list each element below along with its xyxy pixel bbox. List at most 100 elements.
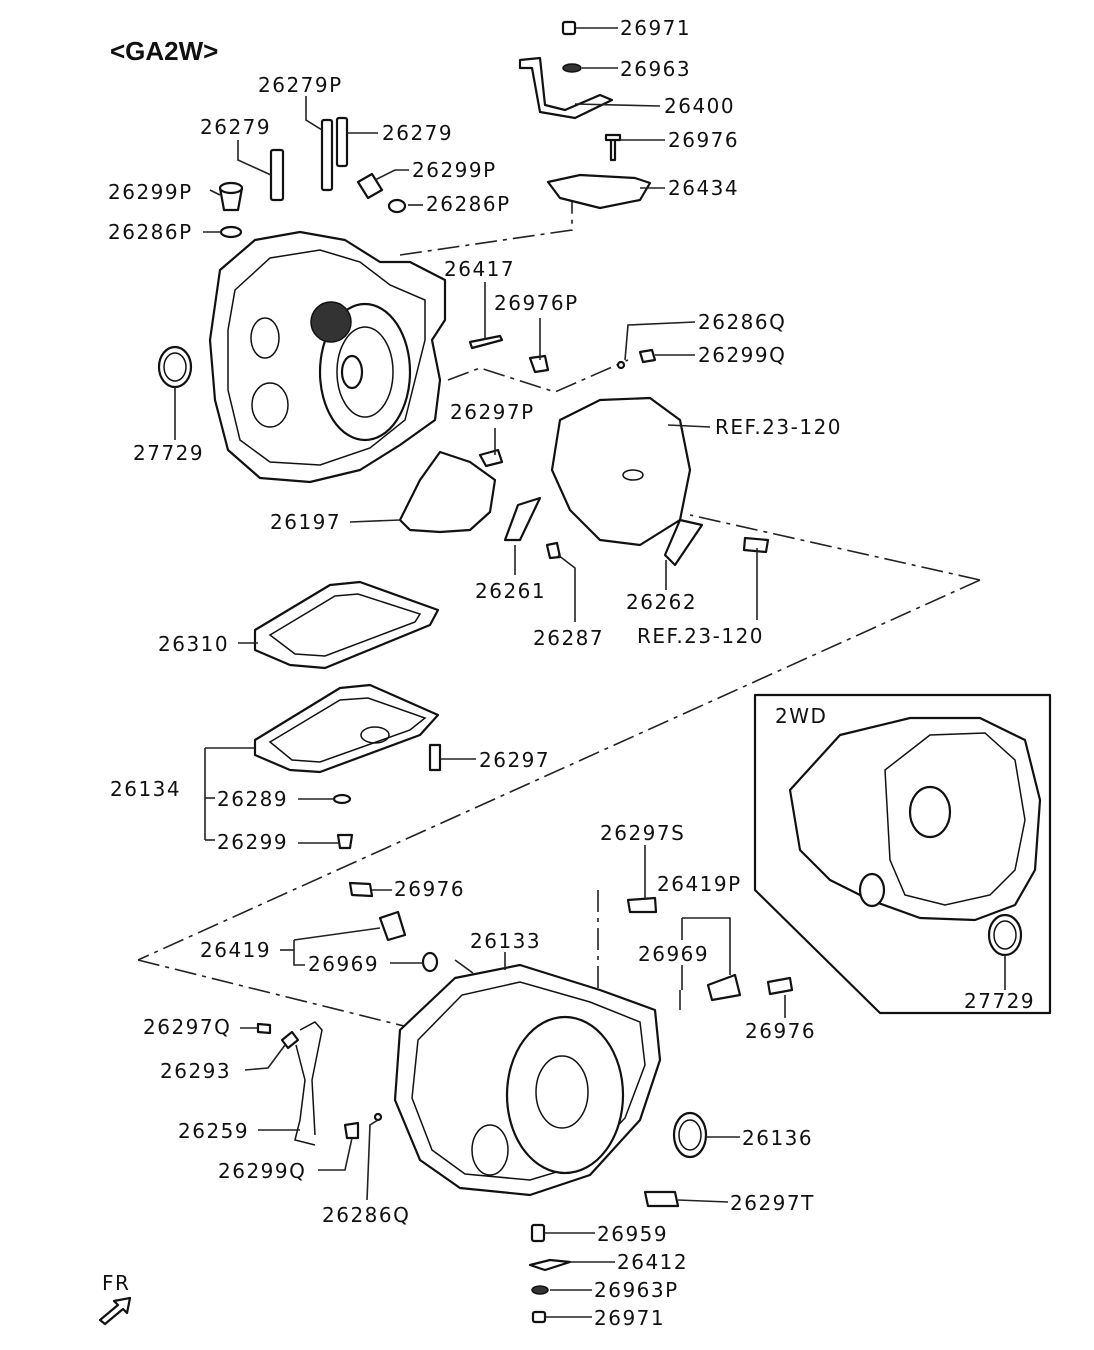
bolt-icon (626, 896, 658, 914)
small-parts-mid (468, 334, 657, 468)
label-27729-inset: 27729 (964, 989, 1035, 1013)
shift-bracket-hardware (518, 20, 652, 210)
label-26279-left: 26279 (200, 115, 271, 139)
sensor-icon (706, 973, 742, 1002)
bolt-icon (256, 1022, 272, 1035)
model-title: <GA2W> (110, 36, 218, 66)
label-26963: 26963 (620, 57, 691, 81)
label-26976-mid: 26976 (394, 877, 465, 901)
label-ref-23-120-bottom: REF.23-120 (637, 624, 764, 648)
bolt-icon (766, 976, 794, 996)
label-26279P: 26279P (258, 73, 343, 97)
washer-icon (332, 793, 352, 805)
label-26434: 26434 (668, 176, 739, 200)
label-26417: 26417 (444, 257, 515, 281)
stud-icon (335, 116, 349, 168)
stud-icon (320, 118, 334, 192)
plug-icon (638, 348, 657, 364)
label-26976P: 26976P (494, 291, 579, 315)
pin-icon (468, 334, 504, 350)
collar-icon (530, 1223, 546, 1243)
label-26289: 26289 (217, 787, 288, 811)
breather-tube-icon (294, 1044, 316, 1146)
baffle-icon (503, 496, 542, 542)
label-26297P: 26297P (450, 400, 535, 424)
o-ring-icon (373, 1112, 383, 1122)
label-26297T: 26297T (730, 1191, 815, 1215)
label-26297: 26297 (479, 748, 550, 772)
bolt-icon (348, 881, 374, 898)
label-26412: 26412 (617, 1250, 688, 1274)
label-26299P-left: 26299P (108, 180, 193, 204)
shift-lever-icon (518, 56, 614, 120)
label-26286Q-top: 26286Q (698, 310, 786, 334)
label-26310: 26310 (158, 632, 229, 656)
label-26299Q-bottom: 26299Q (218, 1159, 306, 1183)
direction-label: FR (102, 1271, 130, 1295)
side-cover (503, 396, 770, 567)
nut-icon (531, 1310, 547, 1324)
bolt-icon (478, 448, 504, 468)
label-26299Q-top: 26299Q (698, 343, 786, 367)
leader-lines (174, 27, 1006, 1318)
assembly-dash-lines (137, 195, 991, 1031)
label-26286Q-bottom: 26286Q (322, 1203, 410, 1227)
converter-housing (208, 230, 447, 484)
label-26259: 26259 (178, 1119, 249, 1143)
inset-2wd-box: 2WD (753, 693, 1052, 1015)
gasket-icon (253, 580, 440, 670)
transmission-case (393, 963, 662, 1197)
label-ref-23-120-top: REF.23-120 (715, 415, 842, 439)
oil-pan (253, 683, 442, 850)
front-direction-indicator: FR (98, 1271, 132, 1326)
label-26419: 26419 (200, 938, 271, 962)
label-26969-left: 26969 (308, 952, 379, 976)
label-26287: 26287 (533, 626, 604, 650)
bolt-icon (528, 354, 550, 374)
label-26963P: 26963P (594, 1278, 679, 1302)
label-26419P: 26419P (657, 872, 742, 896)
label-26133: 26133 (470, 929, 541, 953)
label-26293: 26293 (160, 1059, 231, 1083)
bolt-icon (604, 133, 622, 162)
plug-icon (343, 1121, 360, 1140)
pin-icon (742, 536, 770, 554)
bottom-hardware (528, 1223, 572, 1324)
label-26971: 26971 (620, 16, 691, 40)
studs-and-plugs (218, 116, 407, 239)
washer-icon (531, 1285, 549, 1295)
label-26136: 26136 (742, 1126, 813, 1150)
label-26197: 26197 (270, 510, 341, 534)
label-26297S: 26297S (600, 821, 685, 845)
o-ring-icon (421, 951, 439, 973)
plug-icon (356, 172, 384, 200)
detent-plate-icon (546, 173, 652, 210)
label-26286P-left: 26286P (108, 220, 193, 244)
arrow-icon (98, 1296, 132, 1326)
fitting-icon (280, 1030, 300, 1050)
bolt-icon (428, 743, 442, 772)
bolt-icon (643, 1190, 680, 1208)
label-26299P-right: 26299P (412, 158, 497, 182)
sensor-icon (378, 910, 407, 942)
label-26134: 26134 (110, 777, 181, 801)
o-ring-icon (219, 225, 243, 239)
inset-title: 2WD (775, 704, 827, 728)
lever-icon (528, 1258, 572, 1272)
o-ring-icon (616, 360, 626, 370)
lever-icon (663, 518, 704, 567)
stud-icon (269, 148, 285, 202)
label-26297Q: 26297Q (143, 1015, 231, 1039)
label-26261: 26261 (475, 579, 546, 603)
part-labels: 26971 26963 26400 26976 26434 26279P 262… (108, 16, 1035, 1330)
label-26976-right: 26976 (745, 1019, 816, 1043)
label-26959: 26959 (597, 1222, 668, 1246)
label-26400: 26400 (664, 94, 735, 118)
label-27729-left: 27729 (133, 441, 204, 465)
nut-icon (561, 20, 577, 36)
washer-icon (562, 63, 582, 73)
label-26971-bottom: 26971 (594, 1306, 665, 1330)
label-26299: 26299 (217, 830, 288, 854)
oil-pump-icon (398, 450, 497, 534)
